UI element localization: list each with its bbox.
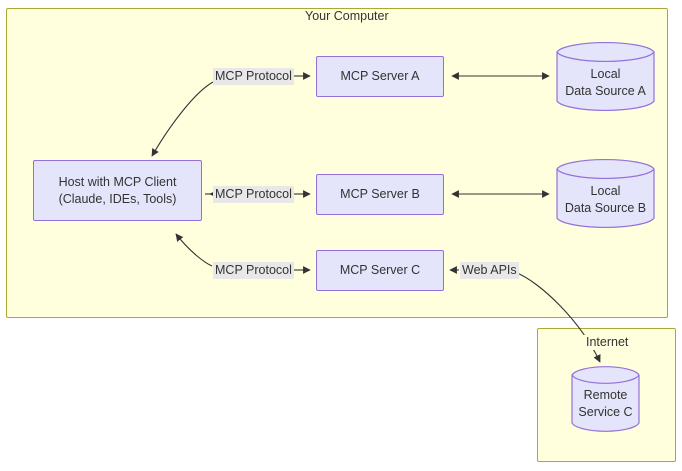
node-local-data-source-a[interactable]: Local Data Source A bbox=[556, 40, 655, 113]
edge-label-mcp-protocol-c: MCP Protocol bbox=[213, 262, 294, 279]
edge-label-mcp-protocol-b: MCP Protocol bbox=[213, 186, 294, 203]
node-server-a-label: MCP Server A bbox=[340, 69, 420, 83]
node-ds-a-line1: Local bbox=[590, 67, 621, 81]
node-ds-b-line1: Local bbox=[590, 184, 621, 198]
node-host-with-mcp-client[interactable]: Host with MCP Client (Claude, IDEs, Tool… bbox=[33, 160, 202, 221]
cluster-label-your-computer: Your Computer bbox=[301, 9, 393, 24]
cluster-label-internet: Internet bbox=[582, 335, 633, 350]
database-cylinder-icon bbox=[556, 158, 655, 229]
edge-label-web-apis: Web APIs bbox=[460, 262, 519, 279]
edge-label-mcp-protocol-a: MCP Protocol bbox=[213, 68, 294, 85]
node-mcp-server-b[interactable]: MCP Server B bbox=[316, 174, 444, 215]
node-server-b-label: MCP Server B bbox=[340, 187, 420, 201]
node-host-line2: (Claude, IDEs, Tools) bbox=[58, 191, 177, 206]
node-remote-c-line1: Remote bbox=[583, 388, 628, 402]
node-remote-c-line2: Service C bbox=[578, 405, 633, 419]
database-cylinder-icon bbox=[571, 366, 640, 432]
node-ds-a-line2: Data Source A bbox=[565, 84, 646, 98]
node-remote-service-c[interactable]: Remote Service C bbox=[571, 364, 640, 434]
node-ds-b-line2: Data Source B bbox=[564, 201, 647, 215]
node-server-c-label: MCP Server C bbox=[339, 263, 421, 277]
database-cylinder-icon bbox=[556, 41, 655, 112]
node-mcp-server-a[interactable]: MCP Server A bbox=[316, 56, 444, 97]
node-host-line1: Host with MCP Client bbox=[58, 174, 177, 189]
node-local-data-source-b[interactable]: Local Data Source B bbox=[556, 157, 655, 230]
node-mcp-server-c[interactable]: MCP Server C bbox=[316, 250, 444, 291]
